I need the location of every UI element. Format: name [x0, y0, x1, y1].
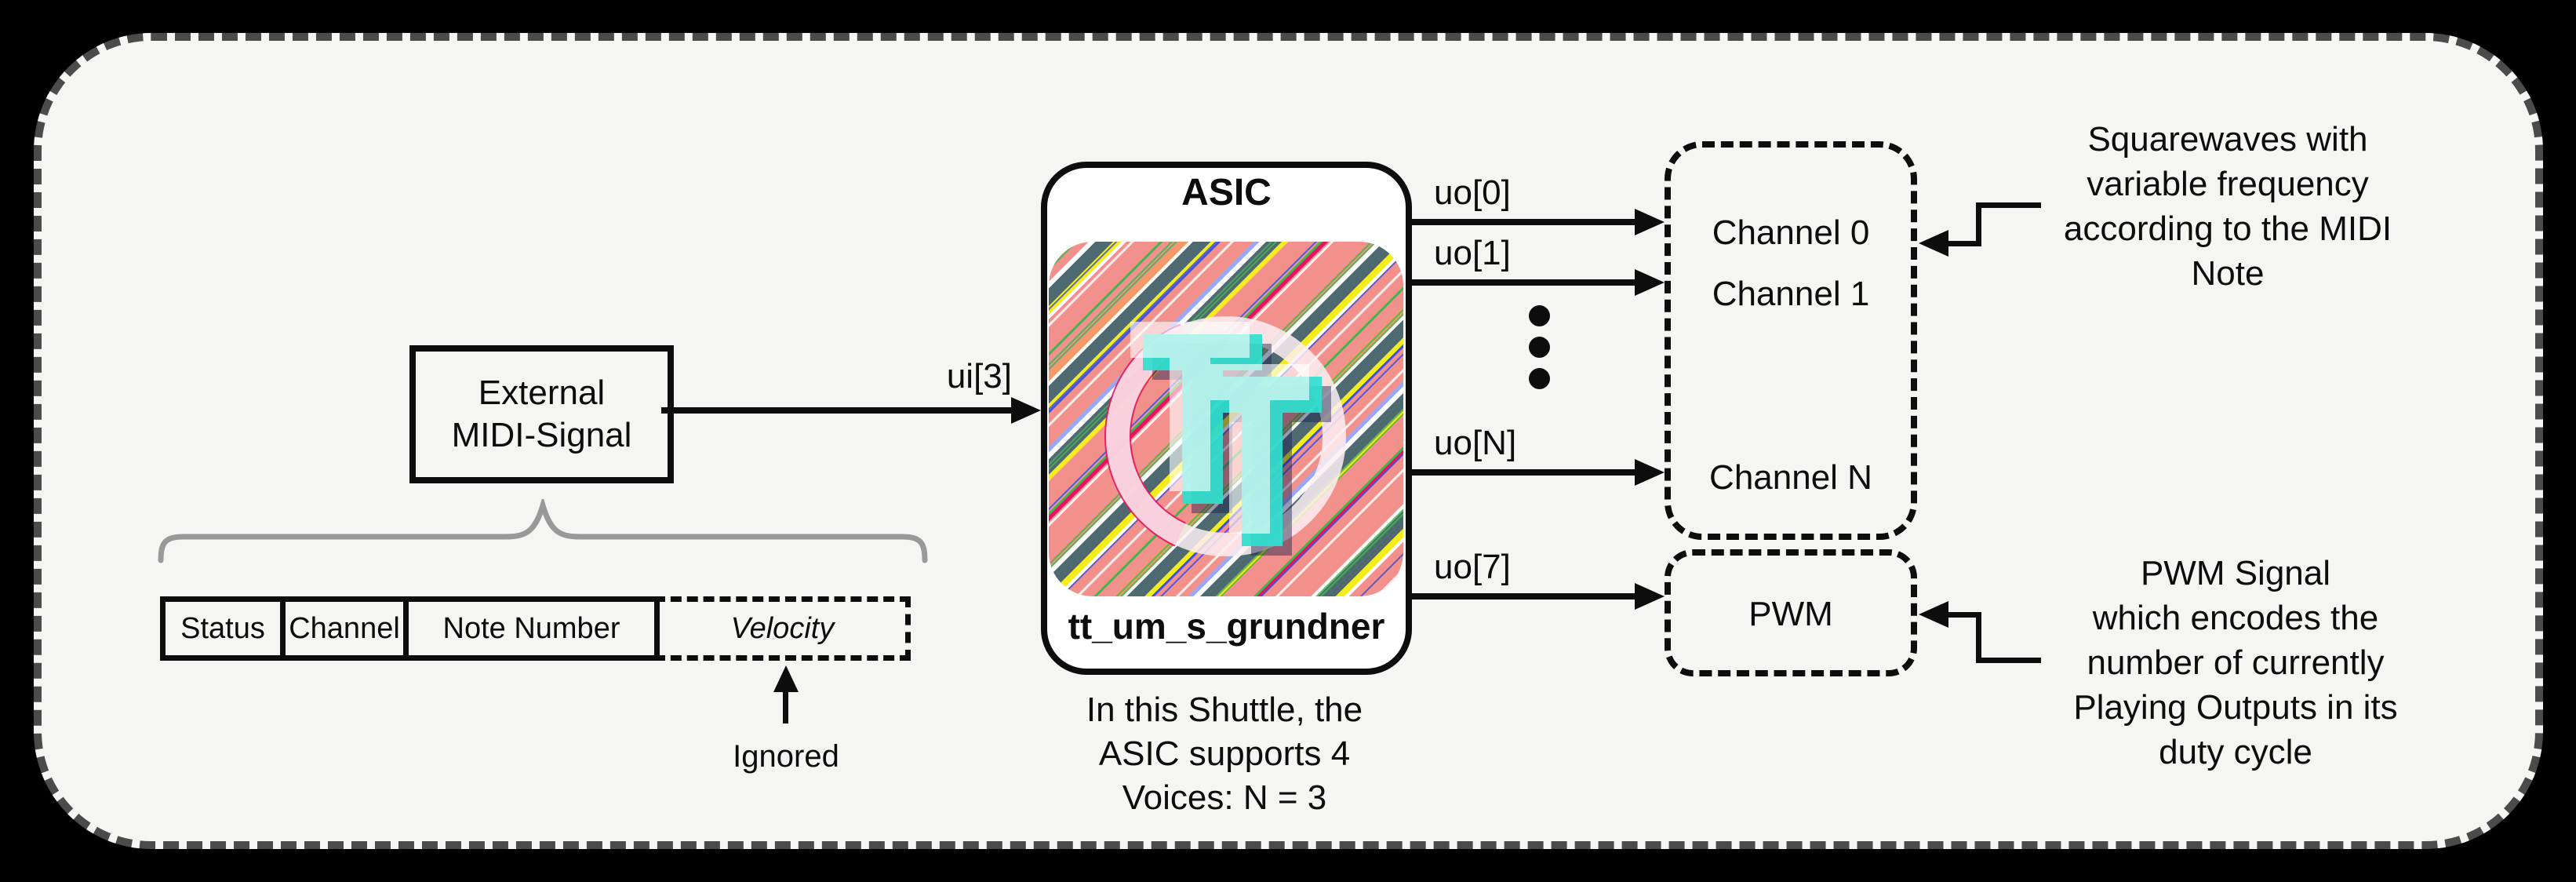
brace: [158, 499, 928, 563]
pwm-arrow-seg: [1976, 658, 2041, 663]
pwm-label: PWM: [1748, 595, 1833, 633]
uo7-arrow-line: [1412, 593, 1639, 600]
uo0-label: uo[0]: [1434, 173, 1511, 212]
ellipsis-dot: [1529, 368, 1550, 389]
asic-note: In this Shuttle, the ASIC supports 4 Voi…: [1086, 691, 1363, 817]
ui-arrowhead-icon: [1011, 397, 1041, 424]
channel-cell: Channel: [280, 596, 409, 661]
chip-die-art: [1049, 242, 1403, 596]
asic-module-name: tt_um_s_grundner: [1068, 606, 1385, 647]
ui-signal-label: ui[3]: [946, 357, 1012, 395]
ellipsis-dot: [1529, 305, 1550, 326]
uoN-arrow-line: [1412, 469, 1639, 476]
pwm-box: [1665, 549, 1917, 676]
uo7-label: uo[7]: [1434, 548, 1511, 586]
midi-byte-table: Status Channel Note Number Velocity: [160, 596, 911, 661]
channel-1-label: Channel 1: [1712, 275, 1870, 313]
note-number-cell: Note Number: [403, 596, 660, 661]
velocity-cell: Velocity: [654, 596, 911, 661]
status-cell: Status: [160, 596, 286, 661]
ignored-arrow-line: [783, 689, 788, 723]
uo1-label: uo[1]: [1434, 234, 1511, 272]
channel-n-label: Channel N: [1709, 458, 1872, 497]
external-midi-signal-box: External MIDI-Signal: [409, 345, 674, 483]
uo0-arrow-line: [1412, 219, 1639, 225]
uoN-label: uo[N]: [1434, 424, 1517, 462]
ellipsis-dot: [1529, 337, 1550, 358]
squarewave-arrowhead-icon: [1919, 230, 1948, 257]
pwm-arrow-seg: [1976, 612, 1981, 663]
squarewave-annotation: Squarewaves with variable frequency acco…: [2063, 120, 2392, 293]
ignored-label: Ignored: [733, 739, 839, 774]
channel-0-label: Channel 0: [1712, 213, 1870, 252]
pwm-arrowhead-icon: [1919, 601, 1948, 628]
pwm-annotation: PWM Signal which encodes the number of c…: [2073, 554, 2398, 771]
ui-arrow-line: [661, 407, 1014, 414]
uo1-arrow-line: [1412, 279, 1639, 286]
pwm-arrow-seg: [1945, 612, 1981, 618]
ignored-arrowhead-icon: [773, 665, 799, 692]
squarewave-arrow-seg: [1976, 202, 1981, 246]
uo7-arrowhead-icon: [1635, 583, 1665, 610]
uoN-arrowhead-icon: [1635, 459, 1665, 486]
uo0-arrowhead-icon: [1635, 209, 1665, 235]
uo1-arrowhead-icon: [1635, 269, 1665, 296]
squarewave-arrow-seg: [1978, 202, 2041, 208]
channels-box: [1665, 141, 1917, 540]
asic-title: ASIC: [1181, 172, 1272, 213]
squarewave-arrow-seg: [1945, 241, 1981, 246]
